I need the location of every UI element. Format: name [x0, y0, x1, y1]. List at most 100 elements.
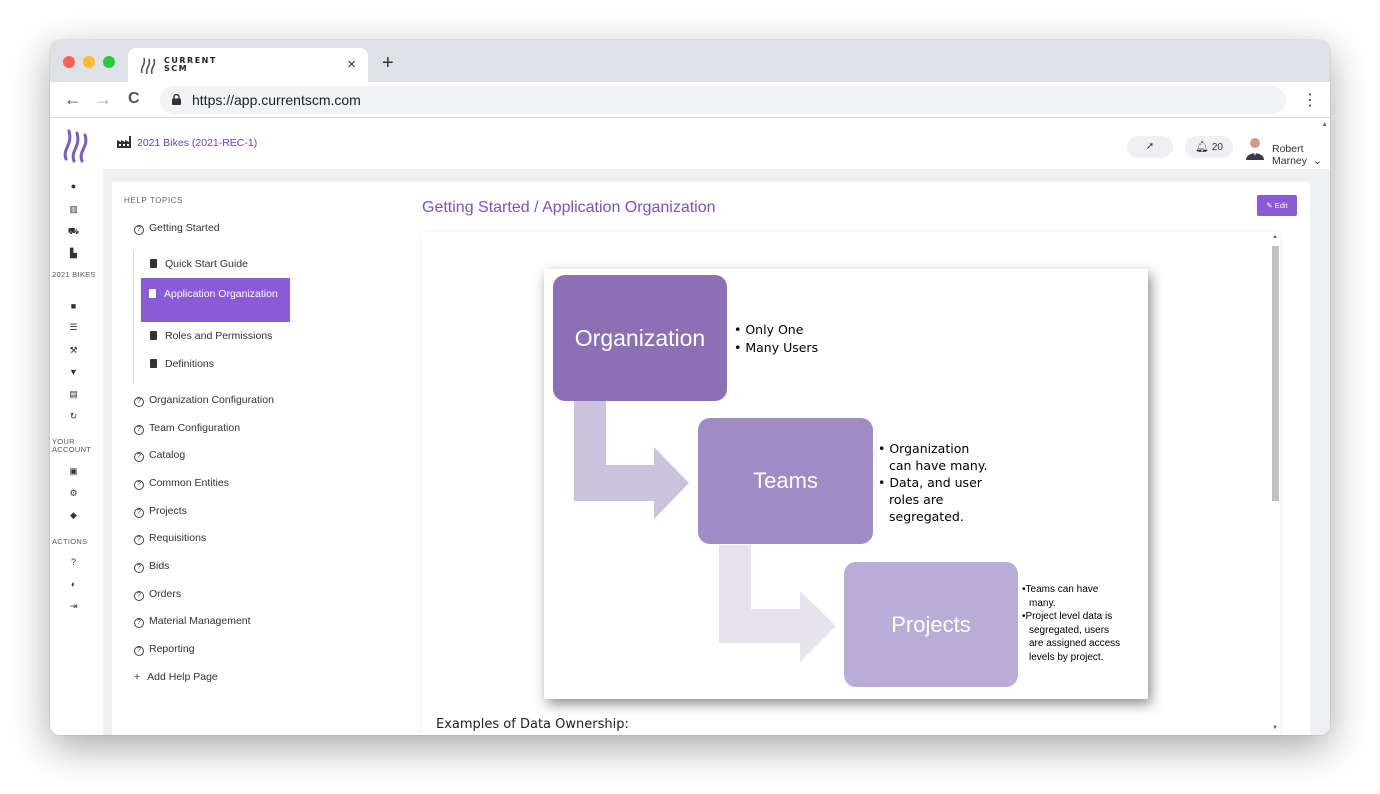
- edit-button[interactable]: ✎ Edit: [1257, 195, 1297, 216]
- id-card-icon[interactable]: ▣: [69, 466, 78, 476]
- user-menu[interactable]: Robert Marney ⌄: [1272, 143, 1330, 167]
- topic-getting-started[interactable]: ?Getting Started: [134, 222, 220, 235]
- forward-button[interactable]: →: [94, 89, 112, 109]
- bullet: segregated, users: [1029, 624, 1110, 636]
- subtopic-label: Quick Start Guide: [165, 258, 248, 270]
- projects-bullets: •Teams can have many. •Project level dat…: [1022, 583, 1120, 664]
- app-logo-icon[interactable]: [60, 125, 94, 163]
- bullet: roles are: [889, 492, 944, 507]
- tag-icon[interactable]: ◆: [70, 510, 77, 520]
- bullet: •Project level data is: [1022, 611, 1113, 622]
- bullet: segregated.: [889, 509, 964, 524]
- folder-icon[interactable]: ■: [70, 301, 77, 311]
- bullet: •Teams can have: [1022, 584, 1099, 595]
- palette-icon[interactable]: ◐: [70, 579, 77, 589]
- organization-box: Organization: [553, 275, 727, 401]
- notifications-count: 20: [1211, 142, 1223, 153]
- scroll-down-icon[interactable]: ▼: [1272, 725, 1278, 731]
- sidebar-section-actions: ACTIONS: [52, 537, 88, 546]
- sync-icon[interactable]: ↻: [69, 411, 78, 421]
- basket-icon[interactable]: ▼: [69, 367, 78, 377]
- question-icon: ?: [134, 425, 144, 435]
- browser-window: CURRENT SCM × + ← → C https://app.curren…: [50, 40, 1330, 735]
- edit-label: Edit: [1274, 201, 1288, 210]
- bullet: are assigned access: [1029, 638, 1121, 649]
- organization-bullets: • Only One • Many Users: [734, 321, 818, 357]
- topic-requisitions[interactable]: ?Requisitions: [134, 532, 206, 545]
- subtopic-definitions[interactable]: Definitions: [150, 358, 214, 370]
- chevron-down-icon: ⌄: [1312, 155, 1322, 167]
- user-gear-icon[interactable]: ⚙: [69, 488, 78, 498]
- subtopic-roles-and-permissions[interactable]: Roles and Permissions: [150, 330, 272, 342]
- topic-label: Team Configuration: [149, 422, 241, 434]
- organization-diagram: Organization Teams Projects • Only One •…: [544, 269, 1148, 699]
- help-content: Organization Teams Projects • Only One •…: [422, 232, 1280, 735]
- help-icon[interactable]: ?: [70, 557, 76, 567]
- document-icon: [150, 359, 157, 368]
- minimize-window-button[interactable]: [83, 56, 95, 68]
- building-icon[interactable]: ▥: [69, 204, 78, 214]
- question-icon: ?: [134, 508, 144, 518]
- tab-close-icon[interactable]: ×: [347, 56, 356, 73]
- back-button[interactable]: ←: [64, 89, 82, 109]
- topic-bids[interactable]: ?Bids: [134, 560, 169, 573]
- app-area: ● ▥ ⛟ ▙ 2021 BIKES ■ ☰ ⚒ ▼ ▤ ↻ YOUR ACCO…: [50, 119, 1330, 735]
- topic-reporting[interactable]: ? Reporting: [134, 643, 195, 656]
- tab-title: CURRENT SCM: [164, 56, 217, 73]
- page-title: Getting Started / Application Organizati…: [422, 199, 716, 216]
- lock-icon: [172, 94, 181, 105]
- logout-icon[interactable]: ⇥: [69, 601, 78, 611]
- topic-common-entities[interactable]: ?Common Entities: [134, 477, 229, 490]
- top-bar: 2021 Bikes (2021-REC-1) ➚ 🔔︎ 20 Robert M…: [103, 119, 1330, 169]
- topic-catalog[interactable]: ?Catalog: [134, 449, 185, 462]
- topic-organization-configuration[interactable]: ?Organization Configuration: [134, 394, 274, 407]
- maximize-window-button[interactable]: [103, 56, 115, 68]
- scroll-up-icon[interactable]: ▲: [1272, 234, 1278, 240]
- topic-team-configuration[interactable]: ? Team Configuration: [134, 422, 240, 435]
- plus-icon: +: [134, 671, 141, 683]
- topic-label: Reporting: [149, 643, 195, 655]
- add-help-page-button[interactable]: +Add Help Page: [134, 671, 218, 683]
- currentscm-logo-icon: [140, 57, 156, 75]
- topic-label: Requisitions: [149, 532, 207, 544]
- subtopic-quick-start-guide[interactable]: Quick Start Guide: [150, 258, 248, 270]
- bullet: • Data, and user: [878, 475, 982, 490]
- topic-label: Getting Started: [149, 222, 220, 234]
- diagram-arrows: [574, 401, 836, 662]
- avatar[interactable]: [1245, 136, 1265, 160]
- new-tab-button[interactable]: +: [382, 52, 394, 74]
- subtopic-label: Definitions: [165, 358, 215, 370]
- document-icon[interactable]: ▤: [69, 389, 78, 399]
- teams-bullets: • Organization can have many. • Data, an…: [878, 440, 987, 525]
- gavel-icon[interactable]: ⚒: [69, 345, 78, 355]
- notifications-button[interactable]: 🔔︎ 20: [1185, 136, 1233, 158]
- topic-label: Orders: [149, 588, 182, 600]
- launch-button[interactable]: ➚: [1127, 136, 1173, 158]
- topic-label: Organization Configuration: [149, 394, 274, 406]
- bullet: many.: [1029, 597, 1056, 609]
- user-icon[interactable]: ●: [70, 181, 77, 191]
- cart-icon[interactable]: ⛟: [67, 226, 80, 236]
- question-icon: ?: [134, 646, 144, 656]
- project-name: 2021 Bikes (2021-REC-1): [137, 137, 258, 149]
- list-icon[interactable]: ☰: [69, 322, 78, 332]
- scroll-up-icon[interactable]: ▲: [1321, 121, 1328, 128]
- help-topics-heading: HELP TOPICS: [124, 196, 184, 205]
- browser-menu-icon[interactable]: ⋮: [1302, 92, 1318, 109]
- close-window-button[interactable]: [63, 56, 75, 68]
- question-icon: ?: [134, 452, 144, 462]
- browser-tab[interactable]: CURRENT SCM ×: [128, 48, 368, 82]
- teams-box: Teams: [698, 418, 873, 544]
- factory-icon[interactable]: ▙: [70, 248, 77, 258]
- content-scrollbar[interactable]: ▲ ▼: [1270, 232, 1280, 735]
- subtopic-application-organization[interactable]: Application Organization: [141, 278, 290, 322]
- reload-button[interactable]: C: [128, 90, 140, 107]
- project-selector[interactable]: 2021 Bikes (2021-REC-1): [117, 136, 257, 149]
- topic-orders[interactable]: ?Orders: [134, 588, 181, 601]
- address-bar[interactable]: https://app.currentscm.com: [160, 86, 1286, 114]
- bell-icon: 🔔︎: [1195, 141, 1210, 153]
- left-sidebar: ● ▥ ⛟ ▙ 2021 BIKES ■ ☰ ⚒ ▼ ▤ ↻ YOUR ACCO…: [50, 119, 103, 735]
- scrollbar-thumb[interactable]: [1272, 246, 1279, 501]
- topic-projects[interactable]: ?Projects: [134, 505, 187, 518]
- topic-material-management[interactable]: ?Material Management: [134, 615, 251, 628]
